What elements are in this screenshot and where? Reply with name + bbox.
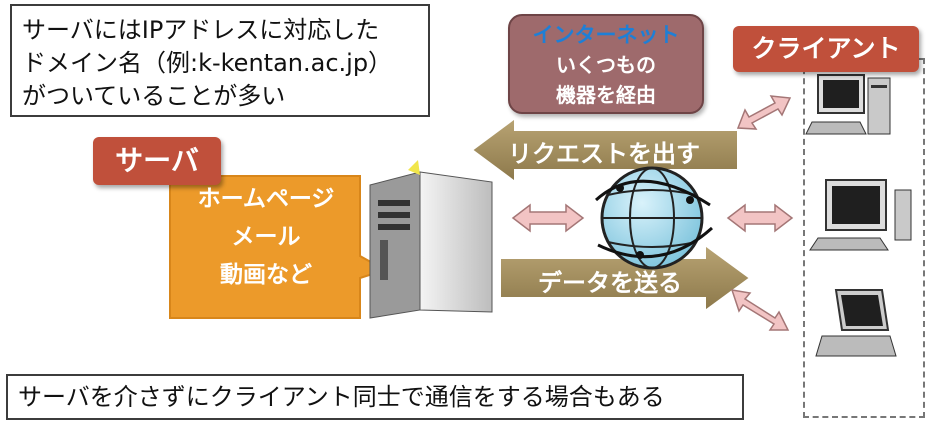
bottom-note: サーバを介さずにクライアント同士で通信をする場合もある <box>6 374 744 420</box>
server-globe-double-arrow <box>511 203 585 233</box>
globe-client-mid-double-arrow <box>726 203 794 233</box>
client-desktop-icon <box>809 179 912 251</box>
server-label: サーバ <box>93 137 221 185</box>
service-item: ホームページ <box>197 186 335 212</box>
internet-line: いくつもの <box>556 53 656 77</box>
globe-client-top-double-arrow <box>736 95 792 130</box>
data-arrow <box>499 243 752 313</box>
service-item: 動画など <box>220 262 312 288</box>
internet-box: インターネット いくつもの 機器を経由 <box>508 14 704 114</box>
internet-line: 機器を経由 <box>556 83 656 107</box>
client-desktop-icon <box>805 74 891 135</box>
client-laptop-icon <box>815 289 897 357</box>
internet-title: インターネット <box>532 23 680 47</box>
service-item: メール <box>231 224 301 250</box>
note-line: がついていることが多い <box>22 82 286 110</box>
note-line: ドメイン名（例:k-kentan.ac.jp） <box>22 49 393 77</box>
request-arrow-label: リクエストを出す <box>508 140 700 168</box>
globe-client-bottom-double-arrow <box>730 289 790 331</box>
note-line: サーバにはIPアドレスに対応した <box>22 16 380 44</box>
server-tower-icon <box>369 160 493 319</box>
server-services: ホームページ メール 動画など <box>178 180 354 294</box>
client-group-frame <box>803 58 925 418</box>
request-arrow <box>470 116 739 184</box>
domain-note-box: サーバにはIPアドレスに対応した ドメイン名（例:k-kentan.ac.jp）… <box>10 4 430 117</box>
client-label: クライアント <box>733 26 919 72</box>
data-arrow-label: データを送る <box>538 269 682 297</box>
globe-icon <box>594 166 714 270</box>
